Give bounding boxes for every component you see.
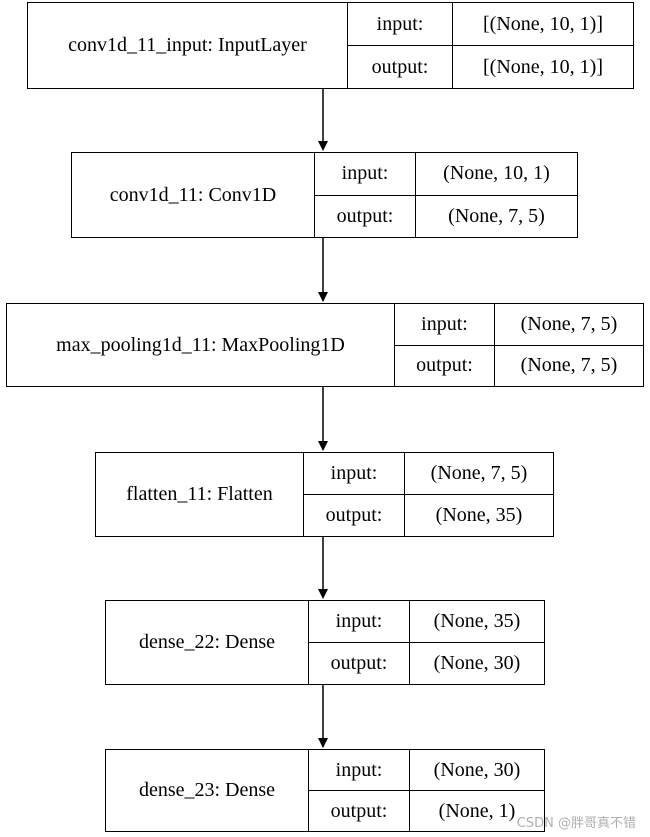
io-values: [(None, 10, 1)] [(None, 10, 1)] (453, 3, 633, 88)
output-label: output: (336, 204, 394, 227)
io-values: (None, 10, 1) (None, 7, 5) (416, 153, 577, 237)
input-shape: [(None, 10, 1)] (453, 3, 633, 46)
io-values: (None, 30) (None, 1) (410, 750, 544, 831)
watermark: CSDN @胖哥真不错 (516, 816, 636, 831)
input-label: input: (348, 3, 452, 46)
input-shape: (None, 30) (410, 750, 544, 791)
io-labels: input: output: (395, 304, 495, 386)
input-shape: (None, 35) (410, 601, 544, 643)
io-values: (None, 7, 5) (None, 35) (405, 453, 553, 536)
layer-name: dense_23: Dense (106, 750, 309, 831)
input-shape: (None, 10, 1) (416, 153, 577, 196)
node-max-pooling1d-11: max_pooling1d_11: MaxPooling1D input: ou… (6, 303, 644, 387)
input-shape: (None, 7, 5) (405, 453, 553, 495)
input-label: input: (309, 601, 409, 643)
layer-name: flatten_11: Flatten (96, 453, 304, 536)
output-shape: (None, 7, 5) (520, 354, 618, 377)
output-shape: (None, 35) (435, 504, 523, 526)
node-flatten-11: flatten_11: Flatten input: output: (None… (95, 452, 554, 537)
output-shape: (None, 30) (433, 652, 521, 674)
layer-name: max_pooling1d_11: MaxPooling1D (7, 304, 395, 386)
io-labels: input: output: (315, 153, 416, 237)
node-dense-23: dense_23: Dense input: output: (None, 30… (105, 749, 545, 832)
input-label: input: (304, 453, 404, 495)
output-label: output: (416, 354, 473, 377)
input-label: input: (309, 750, 409, 791)
output-shape: [(None, 10, 1)] (483, 55, 603, 78)
io-labels: input: output: (304, 453, 405, 536)
input-label: input: (315, 153, 415, 196)
input-label: input: (395, 304, 494, 346)
output-label: output: (330, 652, 388, 674)
input-shape: (None, 7, 5) (495, 304, 643, 346)
output-label: output: (325, 504, 383, 526)
io-labels: input: output: (309, 601, 410, 684)
io-labels: input: output: (309, 750, 410, 831)
layer-name: dense_22: Dense (106, 601, 309, 684)
node-dense-22: dense_22: Dense input: output: (None, 35… (105, 600, 545, 685)
io-values: (None, 35) (None, 30) (410, 601, 544, 684)
layer-name: conv1d_11: Conv1D (72, 153, 315, 237)
output-shape: (None, 1) (438, 799, 516, 822)
io-values: (None, 7, 5) (None, 7, 5) (495, 304, 643, 386)
node-conv1d-11: conv1d_11: Conv1D input: output: (None, … (71, 152, 578, 238)
output-shape: (None, 7, 5) (448, 204, 545, 227)
io-labels: input: output: (348, 3, 453, 88)
layer-name: conv1d_11_input: InputLayer (28, 3, 348, 88)
output-label: output: (330, 799, 388, 822)
output-label: output: (371, 55, 429, 78)
node-conv1d-11-input: conv1d_11_input: InputLayer input: outpu… (27, 2, 634, 89)
